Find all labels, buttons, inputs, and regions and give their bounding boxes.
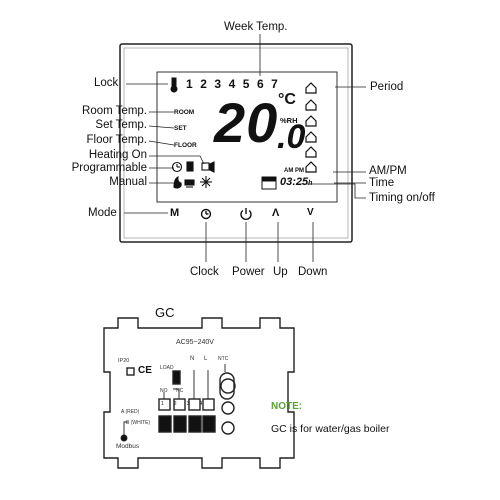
- power-button[interactable]: [239, 206, 253, 222]
- terminal-numbers: 1234: [161, 401, 212, 407]
- power-label: Power: [232, 266, 265, 278]
- set-indicator: SET: [174, 125, 187, 132]
- callout-lines: [124, 34, 366, 262]
- terminal-1: 1: [161, 401, 174, 407]
- am-pm-indicator: AM PM: [284, 168, 304, 174]
- voltage-label: AC95~240V: [176, 339, 214, 346]
- modbus-label: Modbus: [116, 443, 140, 450]
- mode-button[interactable]: M: [170, 207, 180, 219]
- week-days: 1234567: [186, 77, 285, 91]
- wiring-lines: [120, 364, 226, 442]
- programmable-label: Programmable: [71, 162, 147, 174]
- lock-icon: [170, 77, 178, 93]
- terminal-2: 2: [173, 401, 187, 407]
- lock-label: Lock: [94, 77, 119, 89]
- clock-label: Clock: [190, 266, 219, 278]
- manual-label: Manual: [109, 176, 147, 188]
- device-bezel: [119, 43, 353, 243]
- room-temp-label: Room Temp.: [82, 105, 147, 117]
- wiring-board: [103, 317, 295, 469]
- heating-on-label: Heating On: [88, 149, 147, 161]
- day-5: 5: [242, 77, 257, 91]
- set-temp-label: Set Temp.: [95, 119, 147, 131]
- up-button[interactable]: Λ: [272, 207, 280, 219]
- mode-label: Mode: [88, 207, 117, 219]
- button-icons: [200, 208, 252, 221]
- ip-label: IP20: [118, 358, 130, 364]
- manual-icons: [173, 176, 212, 189]
- period-label: Period: [370, 81, 404, 93]
- l-label: L: [204, 356, 208, 362]
- ce-mark: CE: [138, 365, 152, 376]
- am-pm-label: AM/PM: [369, 165, 407, 177]
- time-suffix: h: [308, 180, 313, 187]
- period-icons: [305, 82, 317, 173]
- room-indicator: ROOM: [174, 109, 195, 116]
- clock-button[interactable]: [199, 206, 213, 222]
- nc-label: NC: [176, 388, 184, 394]
- b-white-label: B (WHITE): [126, 420, 151, 426]
- time-display: 03:25h: [280, 176, 312, 188]
- timing-on-off-label: Timing on/off: [369, 192, 435, 204]
- timing-icon: [261, 176, 277, 190]
- day-2: 2: [200, 77, 215, 91]
- down-button[interactable]: V: [307, 207, 314, 218]
- lcd-frame: [156, 71, 338, 203]
- program-icons: [171, 161, 215, 173]
- time-label: Time: [369, 177, 395, 189]
- down-label: Down: [298, 266, 328, 278]
- week-temp-label: Week Temp.: [224, 21, 288, 33]
- day-4: 4: [228, 77, 243, 91]
- celsius-unit: °C: [278, 91, 296, 108]
- no-label: NO: [160, 388, 168, 394]
- n-label: N: [190, 356, 195, 362]
- a-red-label: A (RED): [121, 409, 140, 415]
- time-value: 03:25: [280, 176, 309, 188]
- note-title: NOTE:: [271, 401, 303, 412]
- humidity-unit: %RH: [280, 116, 298, 125]
- day-3: 3: [214, 77, 229, 91]
- temperature-decimal: .0: [277, 118, 306, 156]
- load-label: LOAD: [160, 365, 174, 371]
- terminal-4: 4: [199, 401, 213, 407]
- terminal-3: 3: [186, 401, 200, 407]
- day-1: 1: [186, 77, 201, 91]
- model-label: GC: [155, 305, 175, 320]
- floor-indicator: FLOOR: [174, 142, 197, 149]
- up-label: Up: [273, 266, 288, 278]
- day-6: 6: [256, 77, 272, 91]
- ntc-label: NTC: [218, 356, 229, 362]
- note-text: GC is for water/gas boiler: [271, 423, 390, 435]
- day-7: 7: [271, 77, 286, 91]
- floor-temp-label: Floor Temp.: [86, 134, 147, 146]
- temperature-main: 20: [214, 91, 279, 154]
- device-bezel-inner: [123, 47, 349, 239]
